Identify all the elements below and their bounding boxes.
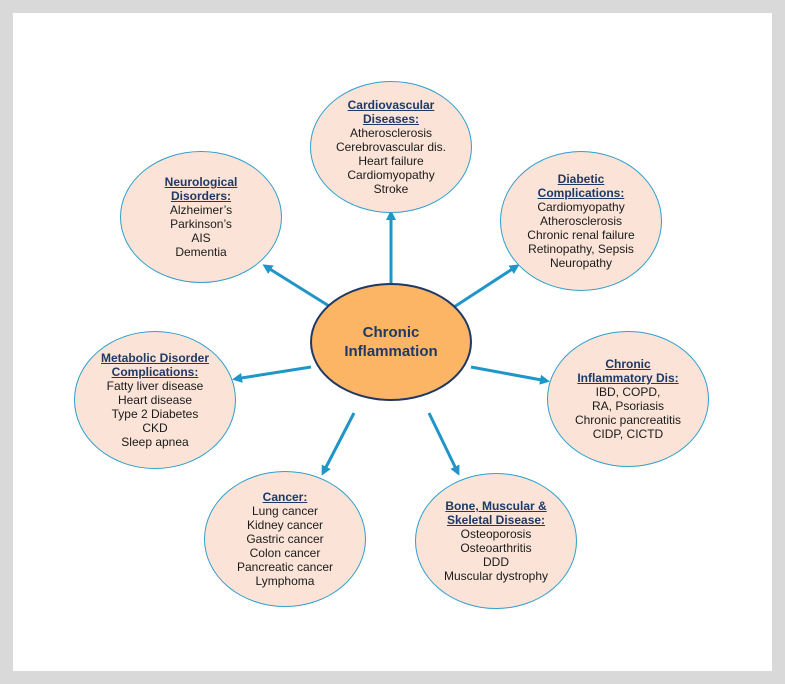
node-item: Kidney cancer — [246, 518, 324, 532]
node-item: DDD — [483, 555, 509, 569]
node-neurological: Neurological Disorders: Alzheimer’s Park… — [120, 151, 282, 283]
node-title: Cancer: — [262, 490, 308, 504]
arrow-to-bone — [427, 412, 460, 476]
node-item: Chronic renal failure — [527, 228, 635, 242]
node-title: Diabetic — [557, 172, 605, 186]
node-item: Pancreatic cancer — [236, 560, 334, 574]
node-item: CIDP, CICTD — [592, 427, 664, 441]
node-metabolic: Metabolic Disorder Complications: Fatty … — [74, 331, 236, 469]
node-item: CKD — [142, 421, 168, 435]
node-item: Atherosclerosis — [349, 126, 433, 140]
node-title: Metabolic Disorder — [100, 351, 210, 365]
node-item: Alzheimer’s — [169, 203, 233, 217]
node-title: Bone, Muscular & — [445, 499, 547, 513]
node-inflammatory: Chronic Inflammatory Dis: IBD, COPD, RA,… — [547, 331, 709, 467]
node-item: Muscular dystrophy — [443, 569, 549, 583]
node-title: Inflammatory Dis: — [577, 371, 679, 385]
node-cancer: Cancer: Lung cancer Kidney cancer Gastri… — [204, 471, 366, 607]
node-title: Complications: — [111, 365, 199, 379]
node-item: Heart disease — [117, 393, 193, 407]
node-item: Lymphoma — [255, 574, 315, 588]
node-bone: Bone, Muscular & Skeletal Disease: Osteo… — [415, 473, 577, 609]
node-item: Chronic pancreatitis — [574, 413, 682, 427]
node-diabetic: Diabetic Complications: Cardiomyopathy A… — [500, 151, 662, 291]
node-item: Fatty liver disease — [106, 379, 204, 393]
node-item: Osteoarthritis — [460, 541, 532, 555]
diagram-canvas: Chronic Inflammation Cardiovascular Dise… — [13, 13, 772, 671]
node-item: Cerebrovascular dis. — [335, 140, 447, 154]
arrow-to-metabolic — [232, 365, 312, 383]
node-item: Type 2 Diabetes — [111, 407, 199, 421]
node-item: Neuropathy — [549, 256, 613, 270]
node-title: Disorders: — [170, 189, 232, 203]
node-item: RA, Psoriasis — [591, 399, 665, 413]
node-title: Cardiovascular — [347, 98, 435, 112]
node-item: Cardiomyopathy — [537, 200, 625, 214]
node-item: Lung cancer — [251, 504, 319, 518]
node-item: Cardiomyopathy — [347, 168, 435, 182]
center-label-line2: Inflammation — [344, 343, 438, 360]
node-item: Retinopathy, Sepsis — [528, 242, 634, 256]
node-title: Skeletal Disease: — [446, 513, 546, 527]
node-item: Atherosclerosis — [539, 214, 623, 228]
node-item: AIS — [191, 231, 211, 245]
node-item: Stroke — [373, 182, 409, 196]
node-item: Sleep apnea — [121, 435, 189, 449]
node-title: Chronic — [605, 357, 651, 371]
center-label-line1: Chronic — [362, 324, 420, 341]
arrow-to-cancer — [321, 412, 356, 476]
node-item: Gastric cancer — [246, 532, 324, 546]
node-cardiovascular: Cardiovascular Diseases: Atherosclerosis… — [310, 81, 472, 213]
arrow-to-diabetic — [453, 264, 520, 309]
node-title: Diseases: — [362, 112, 420, 126]
arrows-layer — [232, 210, 550, 476]
node-item: Parkinson’s — [170, 217, 232, 231]
center-node: Chronic Inflammation — [310, 283, 472, 401]
arrow-to-neurological — [262, 264, 330, 308]
node-item: Heart failure — [358, 154, 424, 168]
node-item: Osteoporosis — [460, 527, 532, 541]
node-item: IBD, COPD, — [595, 385, 661, 399]
node-title: Neurological — [164, 175, 238, 189]
node-item: Colon cancer — [249, 546, 321, 560]
node-item: Dementia — [175, 245, 227, 259]
node-title: Complications: — [537, 186, 625, 200]
arrow-to-inflammatory — [470, 365, 550, 385]
